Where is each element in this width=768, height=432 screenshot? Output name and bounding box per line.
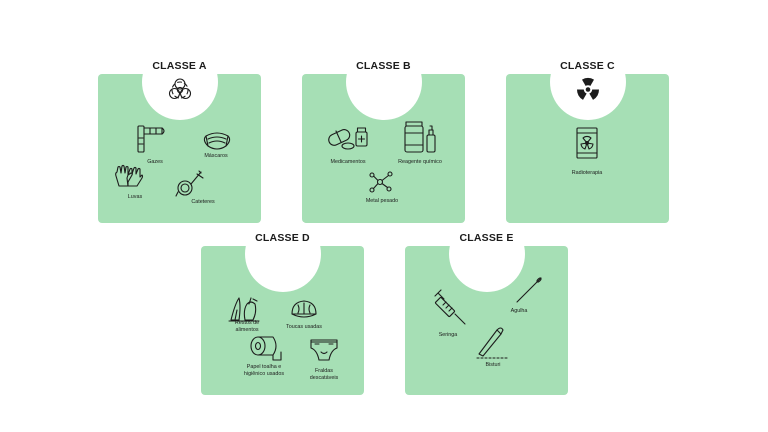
class-c-card: Radioterapia: [506, 44, 669, 223]
class-a-title: CLASSE A: [152, 60, 207, 72]
class-b-title: CLASSE B: [356, 60, 411, 72]
medicine-icon: [326, 124, 370, 152]
class-e-title: CLASSE E: [459, 232, 514, 244]
biohazard-icon: [167, 77, 193, 103]
item-label: Cateteres: [191, 199, 215, 205]
item-label: Seringa: [438, 332, 458, 338]
item-label: Restos de alimentos: [234, 320, 260, 334]
class-d-card: Restos de alimentos Toucas usadas Papel …: [201, 216, 364, 395]
class-a-card: Gazes Máscaros Luvas: [98, 44, 261, 223]
diaper-icon: [309, 338, 339, 364]
used-caps-icon: [289, 298, 319, 322]
item-label: Reagente químico: [398, 159, 442, 165]
item-label: Luvas: [127, 194, 143, 200]
gauze-icon: [136, 124, 168, 154]
item-label: Medicamentos: [330, 159, 366, 165]
item-label: Fraldas descatáveis: [309, 368, 339, 382]
item-label: Gazes: [147, 159, 163, 165]
needle-icon: [515, 276, 543, 304]
item-label: Máscaros: [204, 153, 228, 159]
class-d-notch: [244, 216, 321, 292]
class-b-card: Medicamentos Reagente químico: [302, 44, 465, 223]
scalpel-icon: [475, 324, 509, 359]
item-label: Bisturi: [485, 362, 501, 368]
class-c-notch: [549, 44, 626, 120]
mask-icon: [202, 128, 232, 152]
catheter-icon: [174, 168, 206, 198]
item-label: Agulha: [510, 308, 528, 314]
item-label: Papel toalha e higiênico usados: [243, 364, 285, 378]
class-b-notch: [345, 44, 422, 120]
class-a-notch: [141, 44, 218, 120]
food-scraps-icon: [227, 294, 263, 324]
paper-towel-icon: [249, 334, 283, 362]
syringe-icon: [431, 289, 467, 326]
chemical-reagent-icon: [402, 120, 438, 154]
heavy-metal-icon: [368, 170, 394, 194]
class-e-card: Agulha Seringa Bisturi: [405, 216, 568, 395]
class-c-title: CLASSE C: [560, 60, 615, 72]
gloves-icon: [114, 164, 144, 190]
class-d-title: CLASSE D: [255, 232, 310, 244]
item-label: Metal pesado: [365, 198, 399, 204]
item-label: Toucas usadas: [286, 324, 322, 330]
class-e-notch: [448, 216, 525, 292]
item-label: Radioterapia: [571, 170, 603, 176]
radiation-icon: [576, 77, 600, 101]
radiotherapy-barrel-icon: [574, 126, 600, 160]
